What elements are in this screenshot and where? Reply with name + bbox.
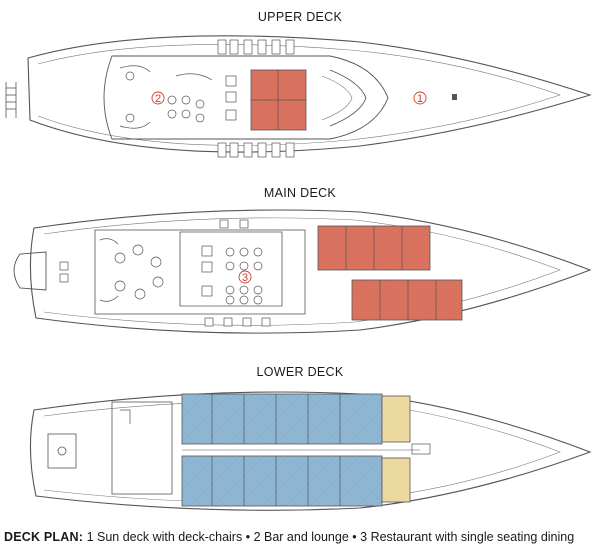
caption-separator-2: •: [352, 530, 357, 544]
main-interior: [94, 229, 306, 315]
marker-sun-deck-label: 1: [417, 93, 423, 105]
upper-deck-title: UPPER DECK: [257, 10, 343, 24]
upper-bar-lounge: [119, 65, 237, 129]
main-deck-title: MAIN DECK: [263, 186, 337, 200]
lower-blue-cabins-bottom: [181, 455, 383, 507]
lower-engine-room: [47, 433, 77, 469]
lower-deck-title: LOWER DECK: [256, 365, 344, 379]
main-tables-bottom: [204, 219, 271, 327]
caption-item-bar: 2 Bar and lounge: [253, 530, 349, 544]
upper-deck-chairs: [217, 39, 295, 158]
lower-yellow-cabins: [381, 395, 411, 503]
deck-plan-caption: DECK PLAN: 1 Sun deck with deck-chairs •…: [4, 530, 574, 544]
caption-item-sun-deck: 1 Sun deck with deck-chairs: [86, 530, 243, 544]
caption-lead: DECK PLAN:: [4, 530, 84, 544]
upper-bridge-arc: [329, 69, 367, 127]
marker-restaurant: [238, 270, 252, 284]
main-deck-hull: [29, 209, 592, 334]
lower-deck: [29, 391, 592, 511]
main-restaurant-tables: [201, 245, 263, 305]
upper-red-cabins: [250, 69, 307, 131]
main-stern: [13, 251, 47, 291]
upper-stern-ladder: [5, 82, 17, 118]
upper-deck-hull: [27, 35, 592, 153]
marker-restaurant-label: 3: [242, 272, 248, 284]
caption-item-restaurant: 3 Restaurant with single seating dining: [360, 530, 575, 544]
lower-blue-cabins-top: [181, 393, 383, 445]
marker-bar-upper: [151, 91, 165, 105]
marker-bar-upper-label: 2: [155, 93, 161, 105]
upper-deck: 2 1: [5, 35, 592, 158]
main-lounge: [59, 238, 164, 302]
marker-sun-deck: [413, 91, 427, 105]
upper-mast: [452, 94, 457, 100]
upper-superstructure: [103, 55, 389, 140]
lower-service-area: [111, 401, 173, 495]
main-red-cabins-top: [317, 225, 431, 271]
lower-deck-hull: [29, 391, 592, 511]
main-deck: 3: [13, 209, 592, 334]
main-red-cabins-bottom: [351, 279, 463, 321]
caption-separator-1: •: [245, 530, 251, 544]
